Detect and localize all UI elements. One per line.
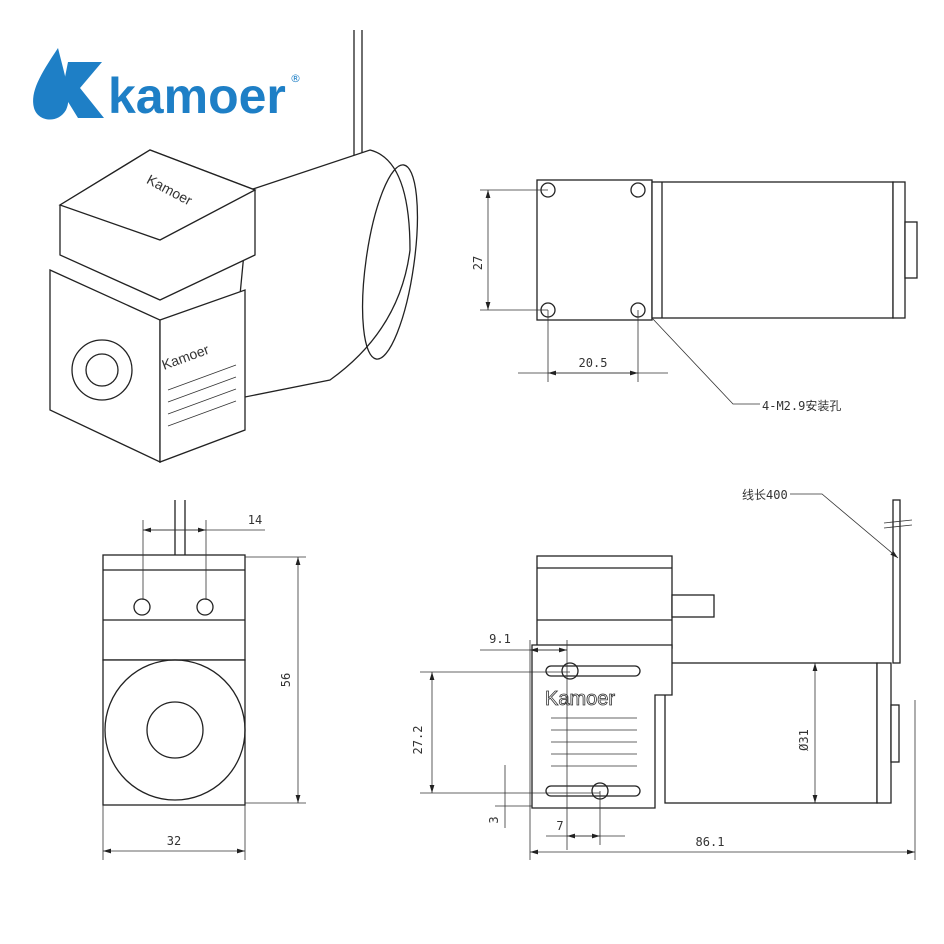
mounting-hole-note: 4-M2.9安装孔 [762,398,841,413]
logo-drop-icon [33,48,69,120]
dim-86-1: 86.1 [696,835,725,849]
dim-56: 56 [279,673,293,687]
logo-text: kamoer [108,68,286,124]
wire-length-note: 线长400 [742,488,788,502]
dim-27: 27 [471,256,485,270]
side-view: Kamoer 9.1 27.2 3 7 Ø31 86.1 线长400 [411,488,916,860]
top-view: 27 20.5 4-M2.9安装孔 [471,179,918,413]
kamoer-logo: kamoer ® [33,48,301,124]
dim-7: 7 [556,819,563,833]
dim-32: 32 [167,834,181,848]
dim-9-1: 9.1 [489,632,511,646]
isometric-view: Kamoer Kamoer [49,30,419,464]
registered-mark: ® [290,72,301,85]
dim-3: 3 [487,816,501,823]
dim-diameter-31: Ø31 [797,729,811,751]
dim-20-5: 20.5 [579,356,608,370]
side-body-logo: Kamoer [545,688,615,710]
dim-27-2: 27.2 [411,726,425,755]
front-view: 14 56 32 [102,500,306,860]
dim-14: 14 [248,513,262,527]
logo-k-icon [62,62,104,118]
